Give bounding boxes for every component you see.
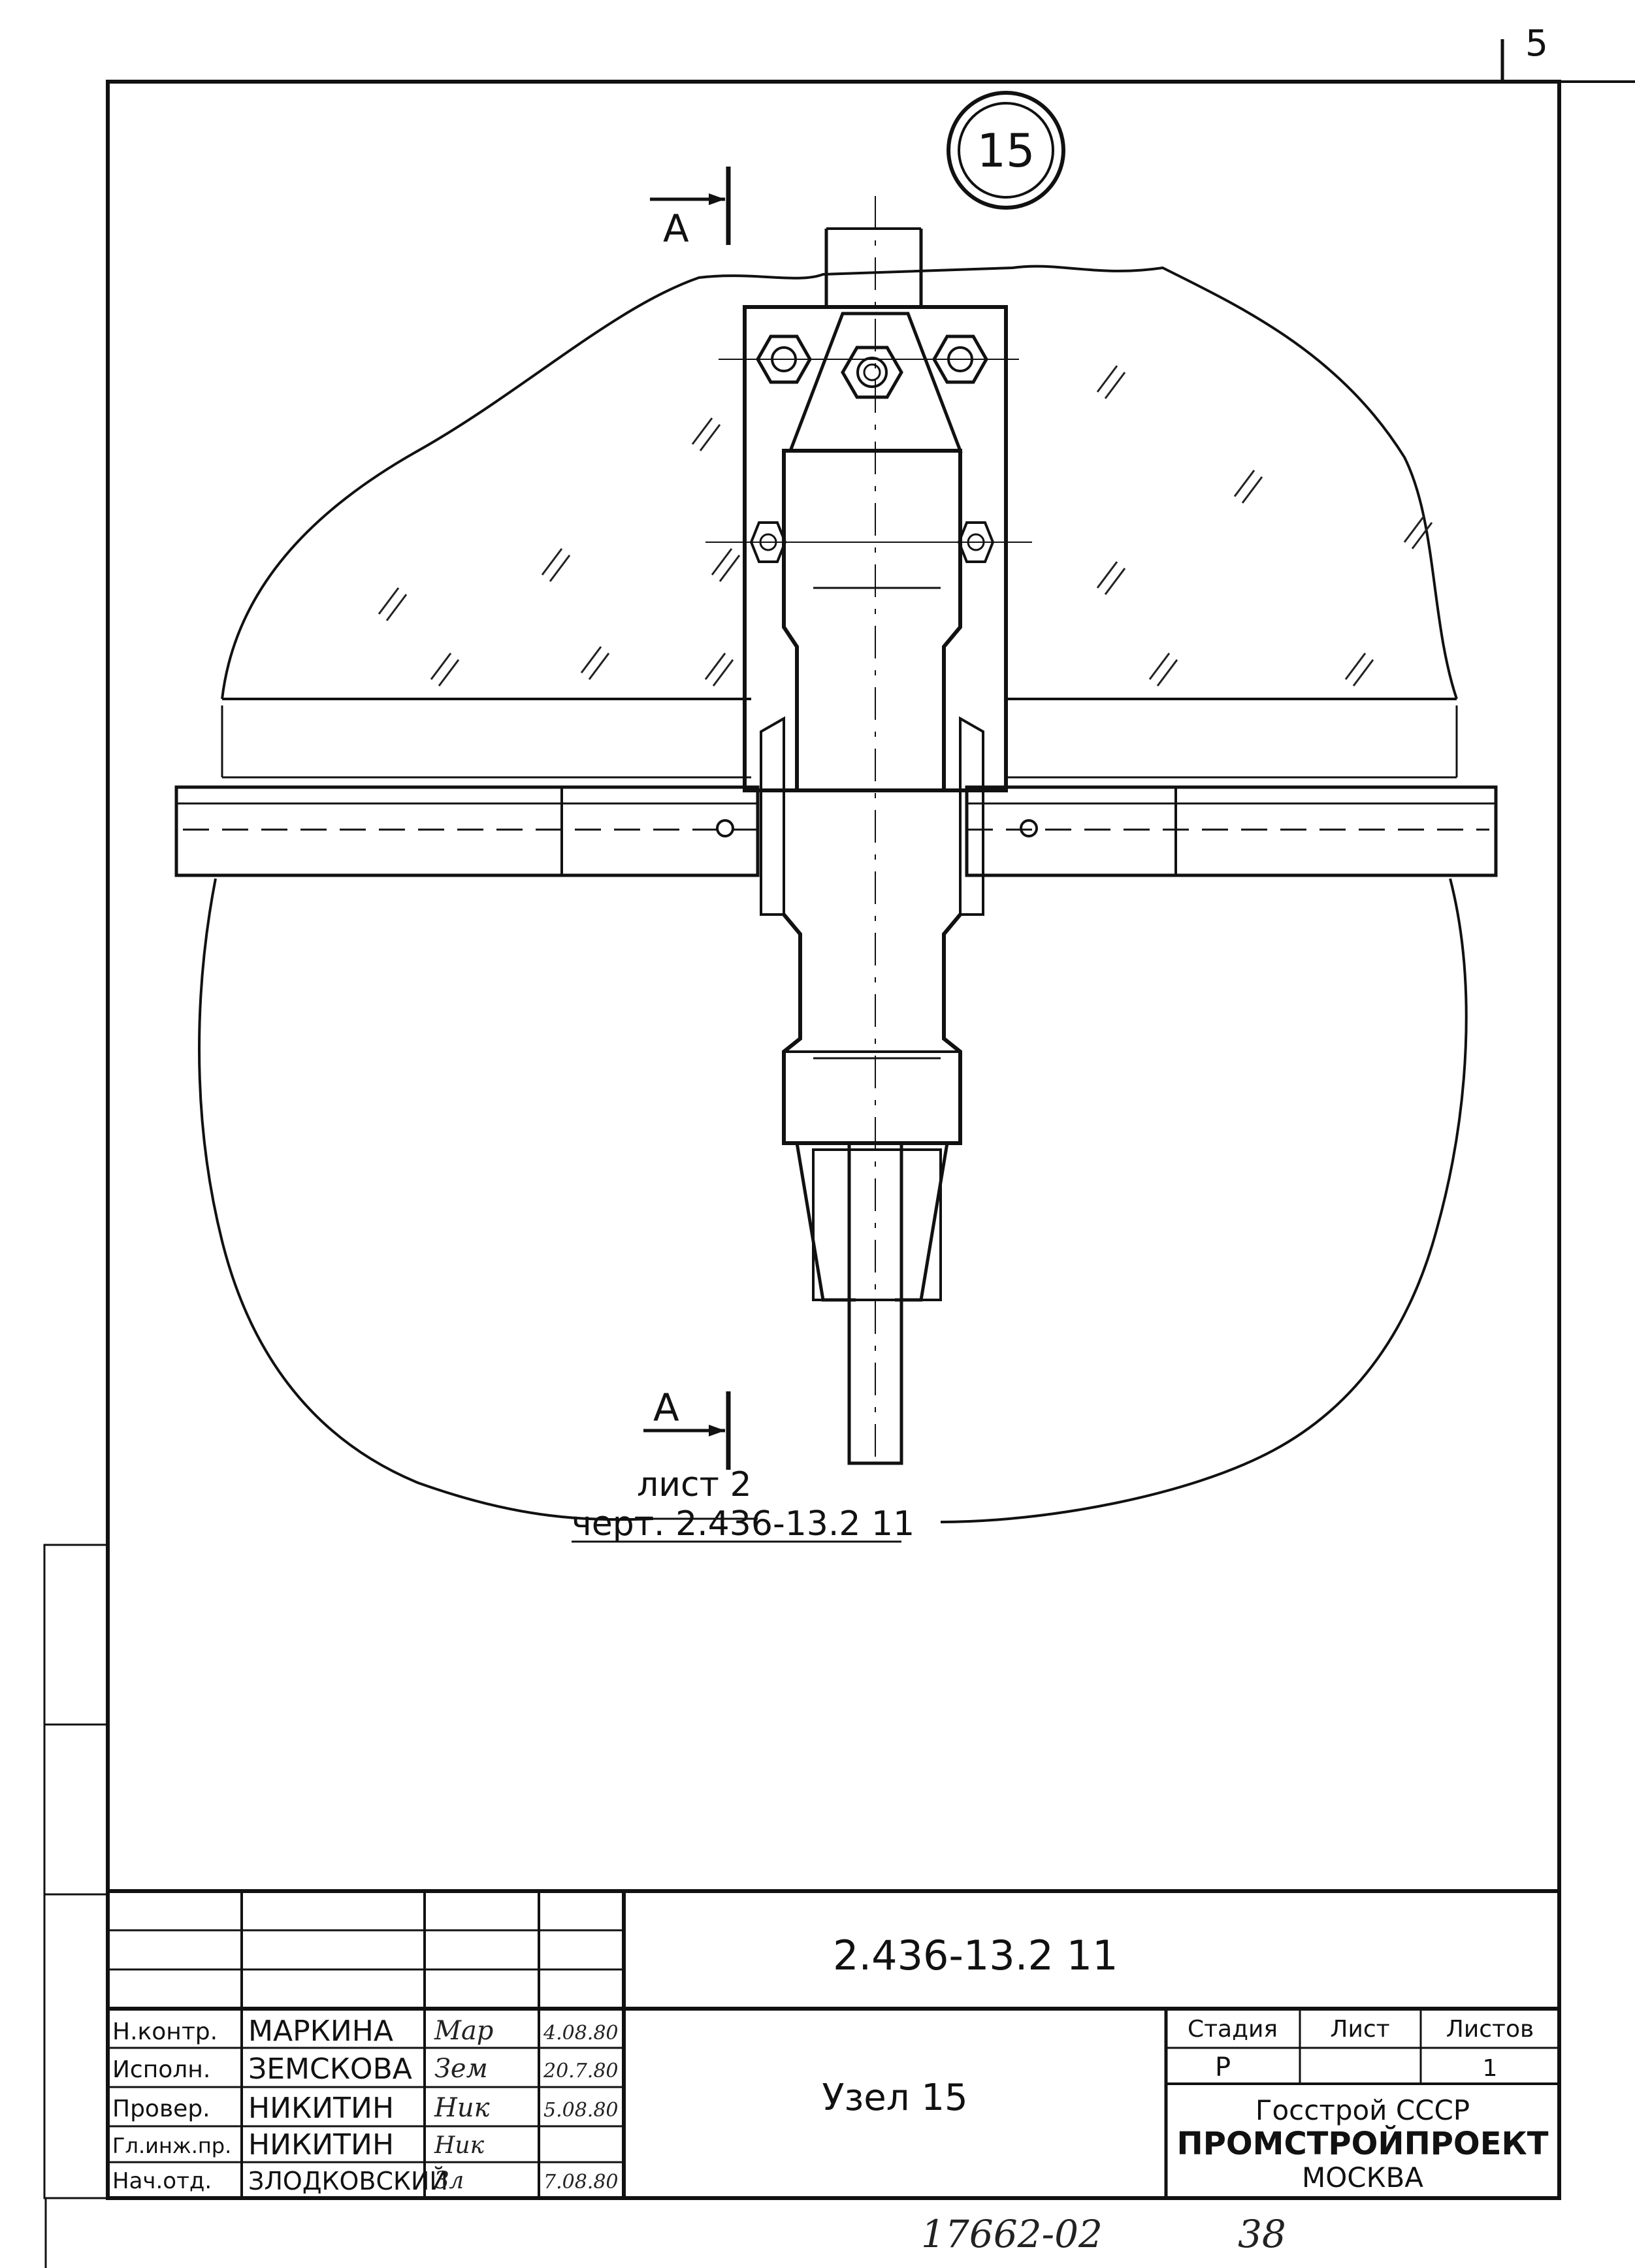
sign-date: 4.08.80 xyxy=(543,2022,619,2045)
glass-hatching xyxy=(378,365,1433,687)
bolt-left-mid xyxy=(705,521,1032,563)
sheets-header: Листов xyxy=(1446,2016,1534,2043)
drawing-title: Узел 15 xyxy=(822,2077,967,2119)
section-mark-bottom: А xyxy=(643,1385,731,1470)
bolt-right-mid xyxy=(957,521,995,563)
org-line-1: Госстрой СССР xyxy=(1255,2094,1470,2126)
node-number: 15 xyxy=(977,124,1035,178)
role-label: Исполн. xyxy=(112,2056,210,2083)
person-name: МАРКИНА xyxy=(248,2015,393,2048)
clamp-assembly xyxy=(743,196,1008,1465)
stage-header: Стадия xyxy=(1188,2016,1278,2043)
page-number: 38 xyxy=(1238,2212,1286,2256)
sign-date: 7.08.80 xyxy=(543,2171,619,2194)
role-label: Нач.отд. xyxy=(112,2168,212,2194)
glass-pane-lower xyxy=(198,878,1468,1523)
sign-date: 20.7.80 xyxy=(543,2060,619,2082)
role-label: Н.контр. xyxy=(112,2018,218,2045)
org-line-2: ПРОМСТРОЙПРОЕКТ xyxy=(1177,2125,1549,2162)
title-block xyxy=(106,1889,1561,2200)
person-signature: Зл xyxy=(434,2167,464,2194)
person-signature: Мар xyxy=(434,2016,493,2046)
person-signature: Ник xyxy=(434,2132,485,2159)
person-signature: Зем xyxy=(434,2054,488,2084)
horizontal-mullion xyxy=(174,785,1498,877)
section-label-bottom: А xyxy=(653,1385,679,1430)
person-name: ЗЕМСКОВА xyxy=(248,2052,412,2086)
role-label: Гл.инж.пр. xyxy=(112,2133,231,2158)
archive-number: 17662-02 xyxy=(921,2212,1103,2256)
sheet-header: Лист xyxy=(1330,2016,1389,2043)
bolt-center xyxy=(841,346,903,399)
drawing-reference: черт. 2.436-13.2 11 xyxy=(572,1504,915,1544)
sheets-value: 1 xyxy=(1483,2055,1498,2082)
glass-pane-upper xyxy=(221,265,1458,779)
sign-date: 5.08.80 xyxy=(543,2099,619,2122)
person-name: НИКИТИН xyxy=(248,2128,394,2162)
corner-mark: 5 xyxy=(1525,22,1548,64)
node-number-marker: 15 xyxy=(947,91,1065,210)
section-label-top: А xyxy=(663,206,689,251)
role-label: Провер. xyxy=(112,2096,210,2122)
binding-strip xyxy=(43,1544,109,2199)
org-line-3: МОСКВА xyxy=(1302,2162,1423,2194)
stage-value: Р xyxy=(1215,2052,1231,2082)
section-mark-top: А xyxy=(650,167,731,251)
bolt-right-top xyxy=(932,334,988,384)
person-name: НИКИТИН xyxy=(248,2092,394,2125)
sheet-reference: лист 2 xyxy=(637,1465,752,1504)
person-name: ЗЛОДКОВСКИЙ xyxy=(248,2167,448,2195)
person-signature: Ник xyxy=(434,2093,490,2123)
document-code: 2.436-13.2 11 xyxy=(833,1932,1118,1979)
